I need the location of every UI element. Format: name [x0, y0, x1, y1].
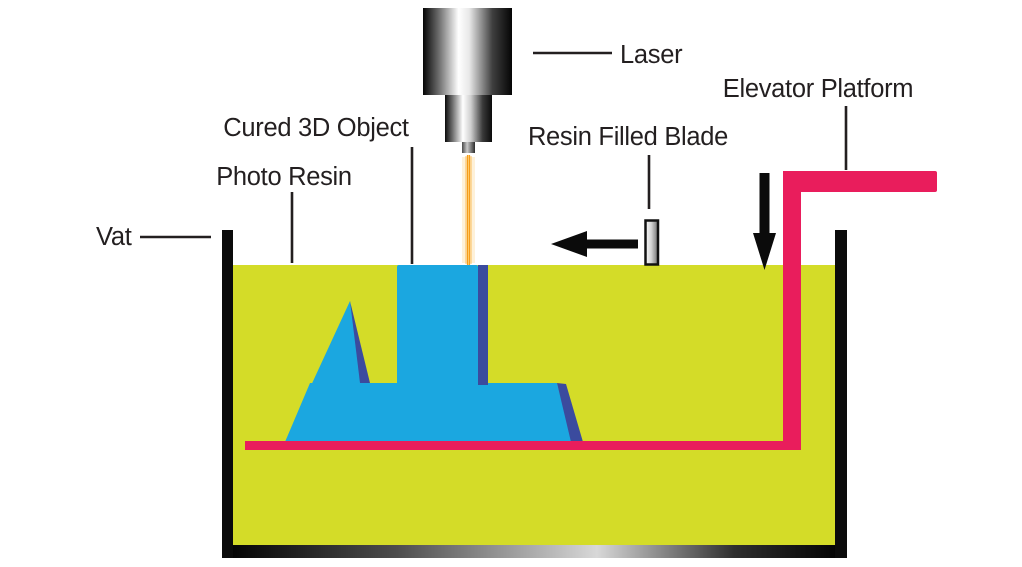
laser-body	[423, 8, 512, 95]
platform-base-plate	[245, 441, 792, 450]
recoater-blade	[644, 219, 660, 266]
cured-object-pyramid	[285, 301, 360, 442]
vat	[222, 230, 847, 558]
cured-object-tower-shadow	[478, 265, 488, 385]
laser-lens-housing	[445, 95, 492, 142]
platform-motion-arrow-down	[753, 173, 776, 270]
platform-top-arm	[783, 171, 937, 192]
laser-label: Laser	[620, 41, 683, 69]
laser-tip	[462, 142, 475, 153]
cured-3d-object	[285, 265, 583, 442]
vat-bottom	[222, 545, 847, 558]
photo-resin-label: Photo Resin	[216, 163, 352, 191]
elevator-platform-label: Elevator Platform	[722, 75, 914, 103]
vat-label: Vat	[96, 223, 132, 251]
laser-device	[423, 8, 512, 153]
vat-left-wall	[222, 230, 233, 558]
cured-object-label: Cured 3D Object	[223, 114, 409, 142]
vat-right-wall	[835, 230, 847, 558]
resin-filled-blade-label: Resin Filled Blade	[527, 123, 729, 151]
platform-vertical-arm	[783, 171, 801, 450]
blade-motion-arrow-left	[551, 231, 638, 257]
cured-object-tower	[397, 265, 478, 442]
elevator-platform	[245, 171, 937, 450]
cured-object-base-shadow	[557, 383, 583, 442]
